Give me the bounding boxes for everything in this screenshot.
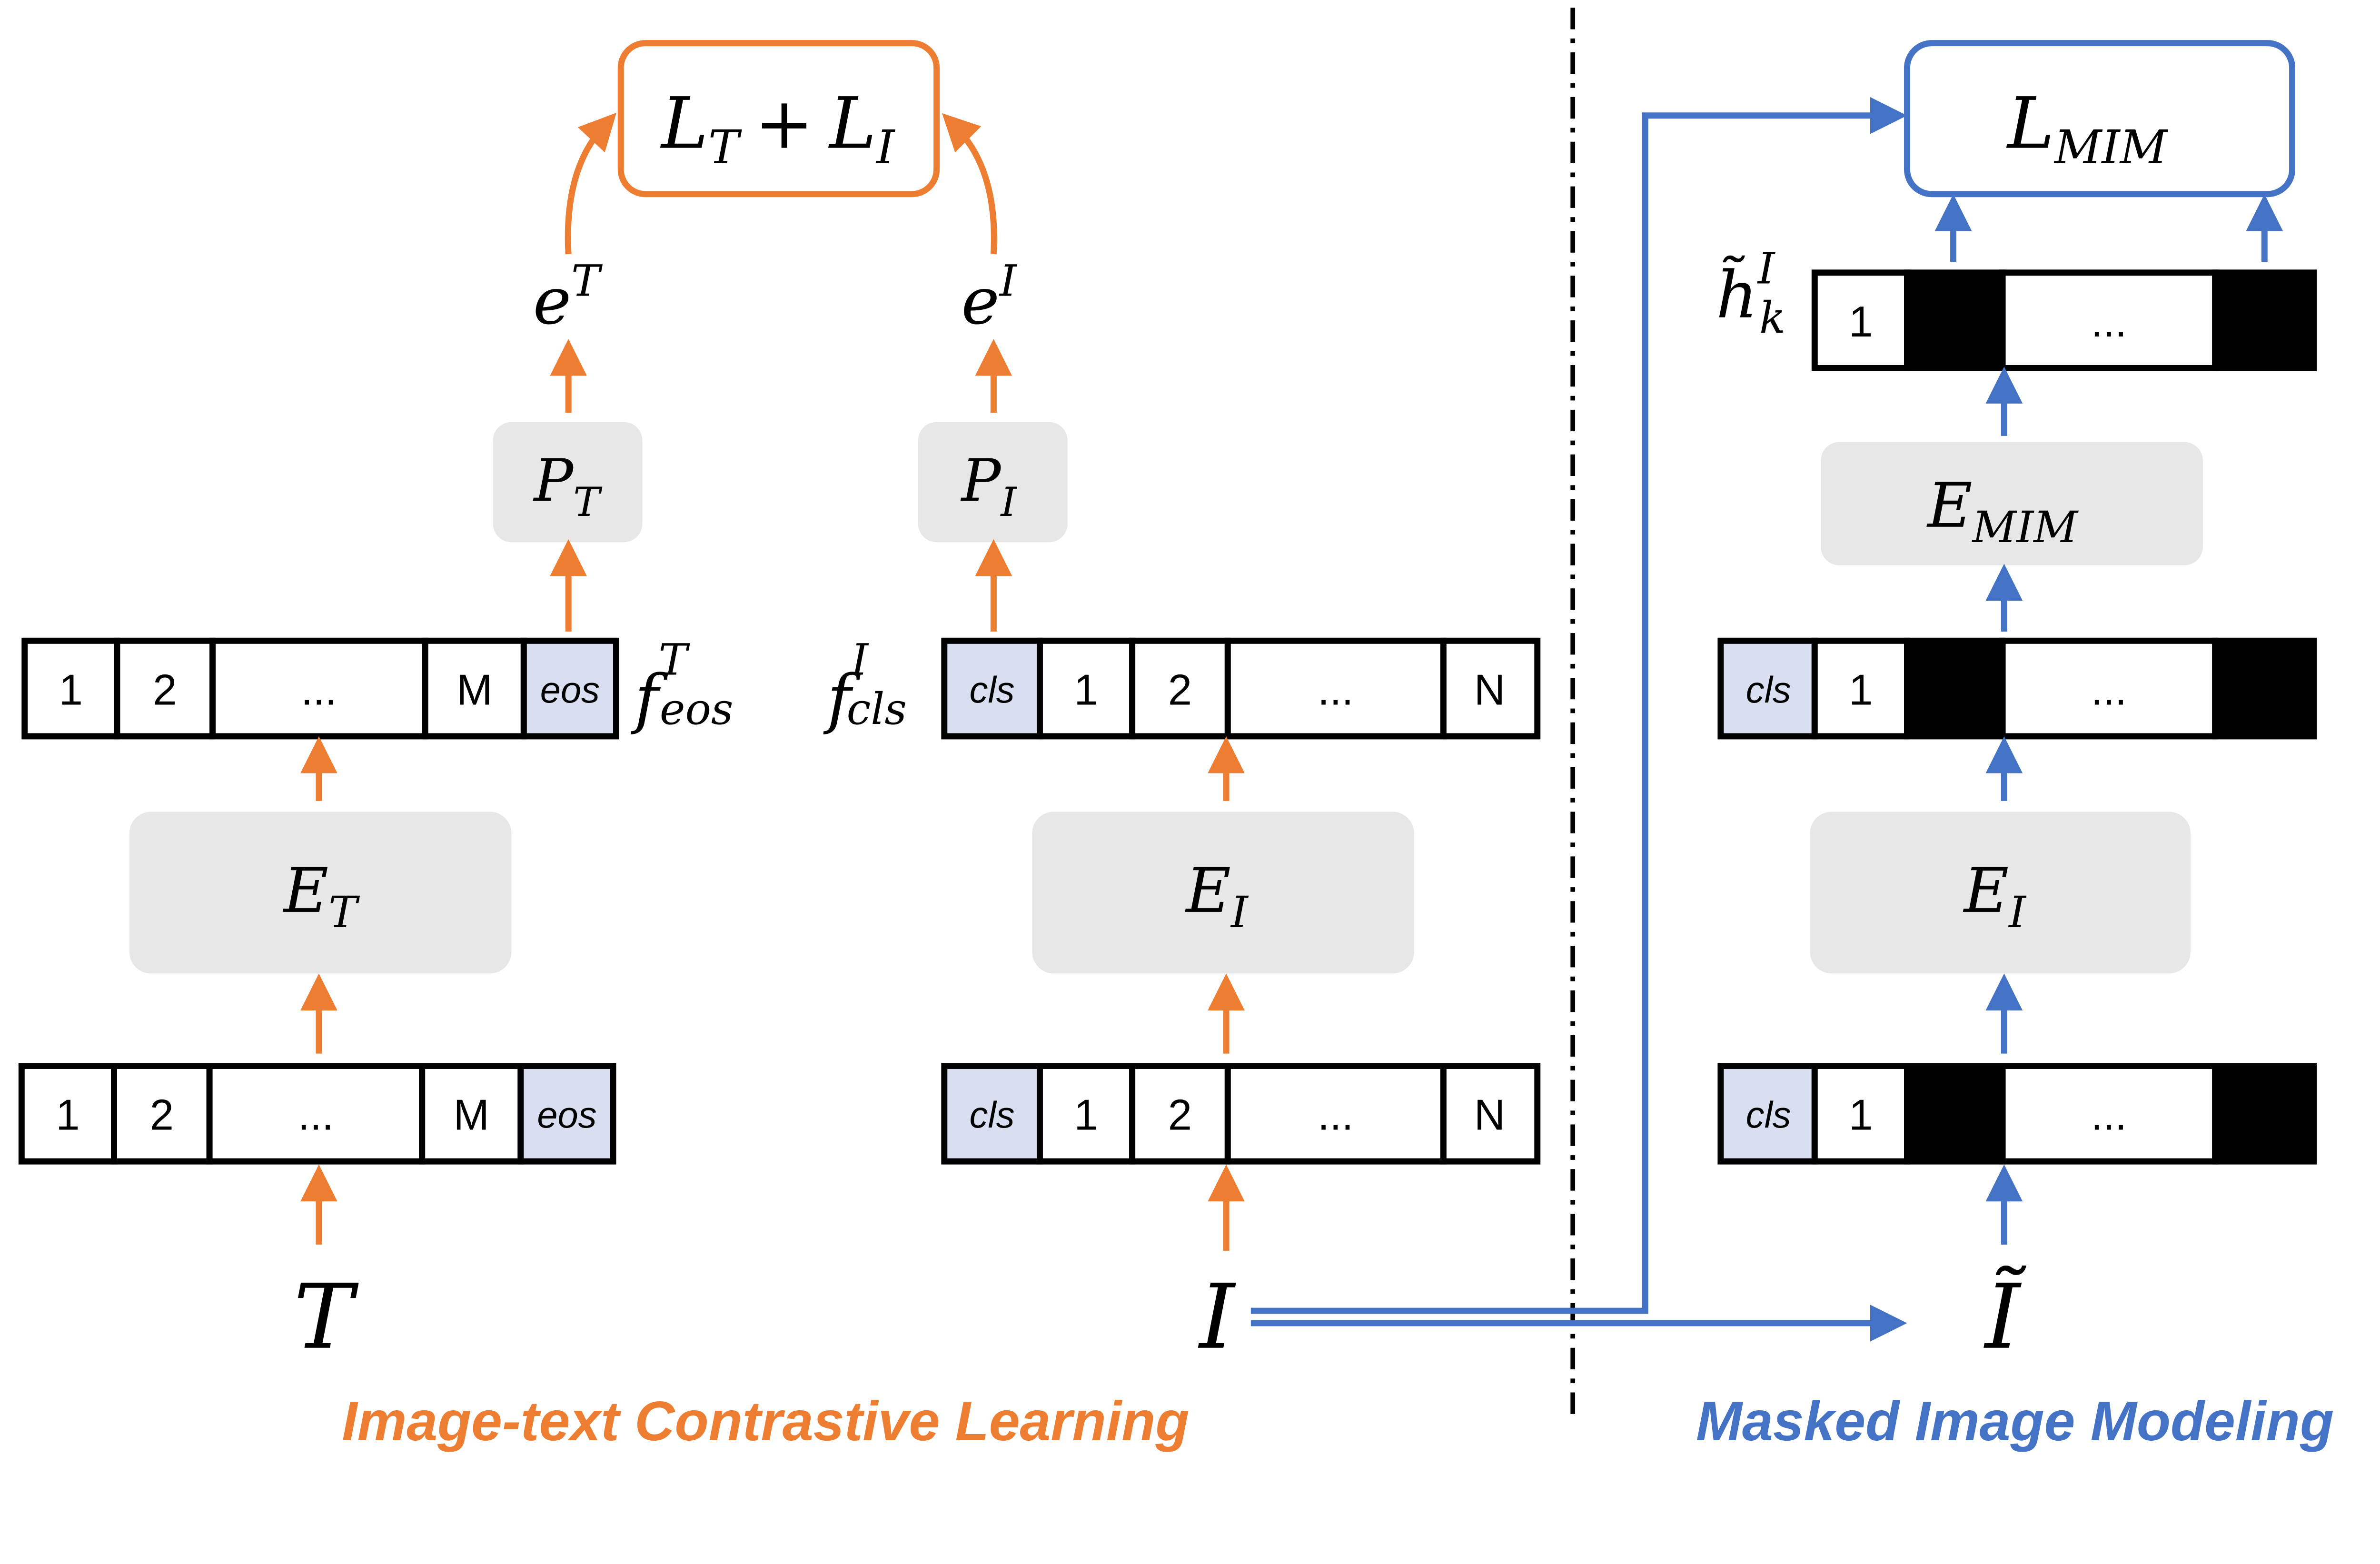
svg-text:...: ...	[1318, 666, 1354, 714]
text-embedding-label: eT	[533, 256, 603, 339]
contrastive-loss-label: LT+LI	[660, 83, 895, 174]
image-embedding-label: eI	[961, 256, 1017, 339]
text-input-label: T	[294, 1266, 359, 1369]
mim-encoder-label: EMIM	[1926, 470, 2079, 553]
svg-text:2: 2	[1168, 666, 1192, 714]
image-tokens-input: cls 1 2 ... N	[941, 1063, 1541, 1165]
image-to-mim-loss-arrow	[1250, 97, 1907, 1314]
mim-output-tokens: 1 ...	[1811, 269, 2317, 371]
arrow	[565, 112, 617, 255]
mim-loss-box	[1904, 40, 2296, 198]
mim-masked-features: cls 1 ...	[1717, 637, 2317, 740]
svg-text:1: 1	[1849, 298, 1873, 346]
image-projector	[918, 422, 1068, 543]
svg-text:M: M	[454, 1091, 489, 1139]
svg-text:1: 1	[59, 666, 83, 714]
mim-caption: Masked Image Modeling	[1696, 1390, 2334, 1452]
masked-image-input-label: Ĩ	[1983, 1266, 2026, 1369]
mim-loss-label: LMIM	[2006, 83, 2169, 174]
mim-image-encoder	[1810, 812, 2191, 974]
svg-text:M: M	[456, 666, 492, 714]
text-encoder-label: ET	[283, 855, 360, 938]
svg-text:eos: eos	[540, 670, 600, 711]
contrastive-loss-box	[617, 40, 940, 198]
svg-text:cls: cls	[970, 670, 1015, 711]
svg-text:2: 2	[153, 666, 177, 714]
svg-text:N: N	[1474, 666, 1505, 714]
mim-encoder	[1821, 442, 2203, 565]
text-tokens-features: 1 2 ... M eos	[21, 637, 619, 740]
image-tokens-features: cls 1 2 ... N	[941, 637, 1541, 740]
svg-text:2: 2	[150, 1091, 174, 1139]
image-projector-label: PI	[961, 447, 1018, 525]
svg-text:...: ...	[2091, 298, 2127, 346]
svg-text:1: 1	[56, 1091, 79, 1139]
text-tokens-input: 1 2 ... M eos	[18, 1063, 616, 1165]
svg-text:cls: cls	[970, 1095, 1015, 1136]
svg-text:...: ...	[2091, 666, 2127, 714]
contrastive-caption: Image-text Contrastive Learning	[342, 1390, 1189, 1452]
svg-text:...: ...	[298, 1091, 334, 1139]
svg-text:1: 1	[1849, 1091, 1873, 1139]
svg-text:...: ...	[1318, 1091, 1354, 1139]
svg-text:N: N	[1474, 1091, 1505, 1139]
svg-text:eos: eos	[537, 1095, 596, 1136]
text-encoder	[129, 812, 512, 974]
svg-text:...: ...	[2091, 1091, 2127, 1139]
arrow	[942, 113, 997, 255]
svg-text:1: 1	[1849, 666, 1873, 714]
svg-text:...: ...	[301, 666, 337, 714]
svg-text:cls: cls	[1746, 670, 1791, 711]
svg-text:2: 2	[1168, 1091, 1192, 1139]
image-encoder-label: EI	[1185, 855, 1249, 938]
image-input-label: I	[1198, 1266, 1237, 1369]
mim-masked-input: cls 1 ...	[1717, 1063, 2317, 1165]
image-encoder	[1032, 812, 1414, 974]
svg-text:1: 1	[1074, 666, 1098, 714]
svg-text:cls: cls	[1746, 1095, 1791, 1136]
text-projector-label: PT	[533, 447, 603, 525]
mim-image-encoder-label: EI	[1963, 855, 2027, 938]
text-projector	[493, 422, 643, 543]
svg-text:1: 1	[1074, 1091, 1098, 1139]
